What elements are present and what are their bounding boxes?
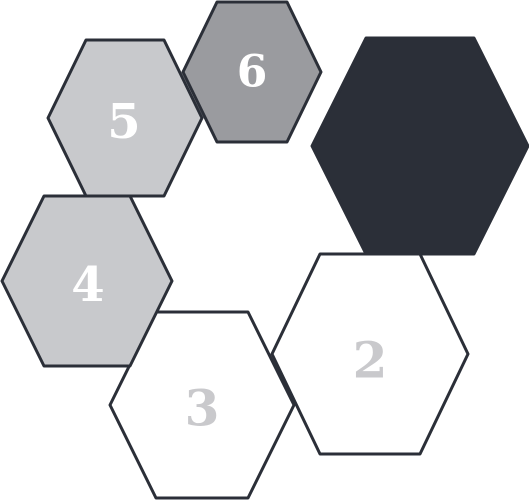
hexagon-5-shape bbox=[46, 38, 204, 198]
hexagon-2-shape bbox=[270, 252, 470, 456]
hexagon-2-label: 2 bbox=[353, 331, 388, 390]
hexagon-1 bbox=[310, 36, 529, 256]
hexagon-6: 6 bbox=[181, 0, 323, 144]
hexagon-3-label: 3 bbox=[185, 379, 220, 438]
hexagon-4-shape bbox=[0, 194, 174, 368]
hexagon-2: 2 bbox=[270, 252, 470, 456]
hexagon-1-shape bbox=[310, 36, 529, 256]
hexagon-6-label: 6 bbox=[237, 47, 268, 98]
hexagon-5: 5 bbox=[46, 38, 204, 198]
hexagon-5-label: 5 bbox=[107, 94, 140, 150]
hexagon-6-shape bbox=[181, 0, 323, 144]
hexagon-4-label: 4 bbox=[71, 257, 104, 313]
hexagon-4: 4 bbox=[0, 194, 174, 368]
